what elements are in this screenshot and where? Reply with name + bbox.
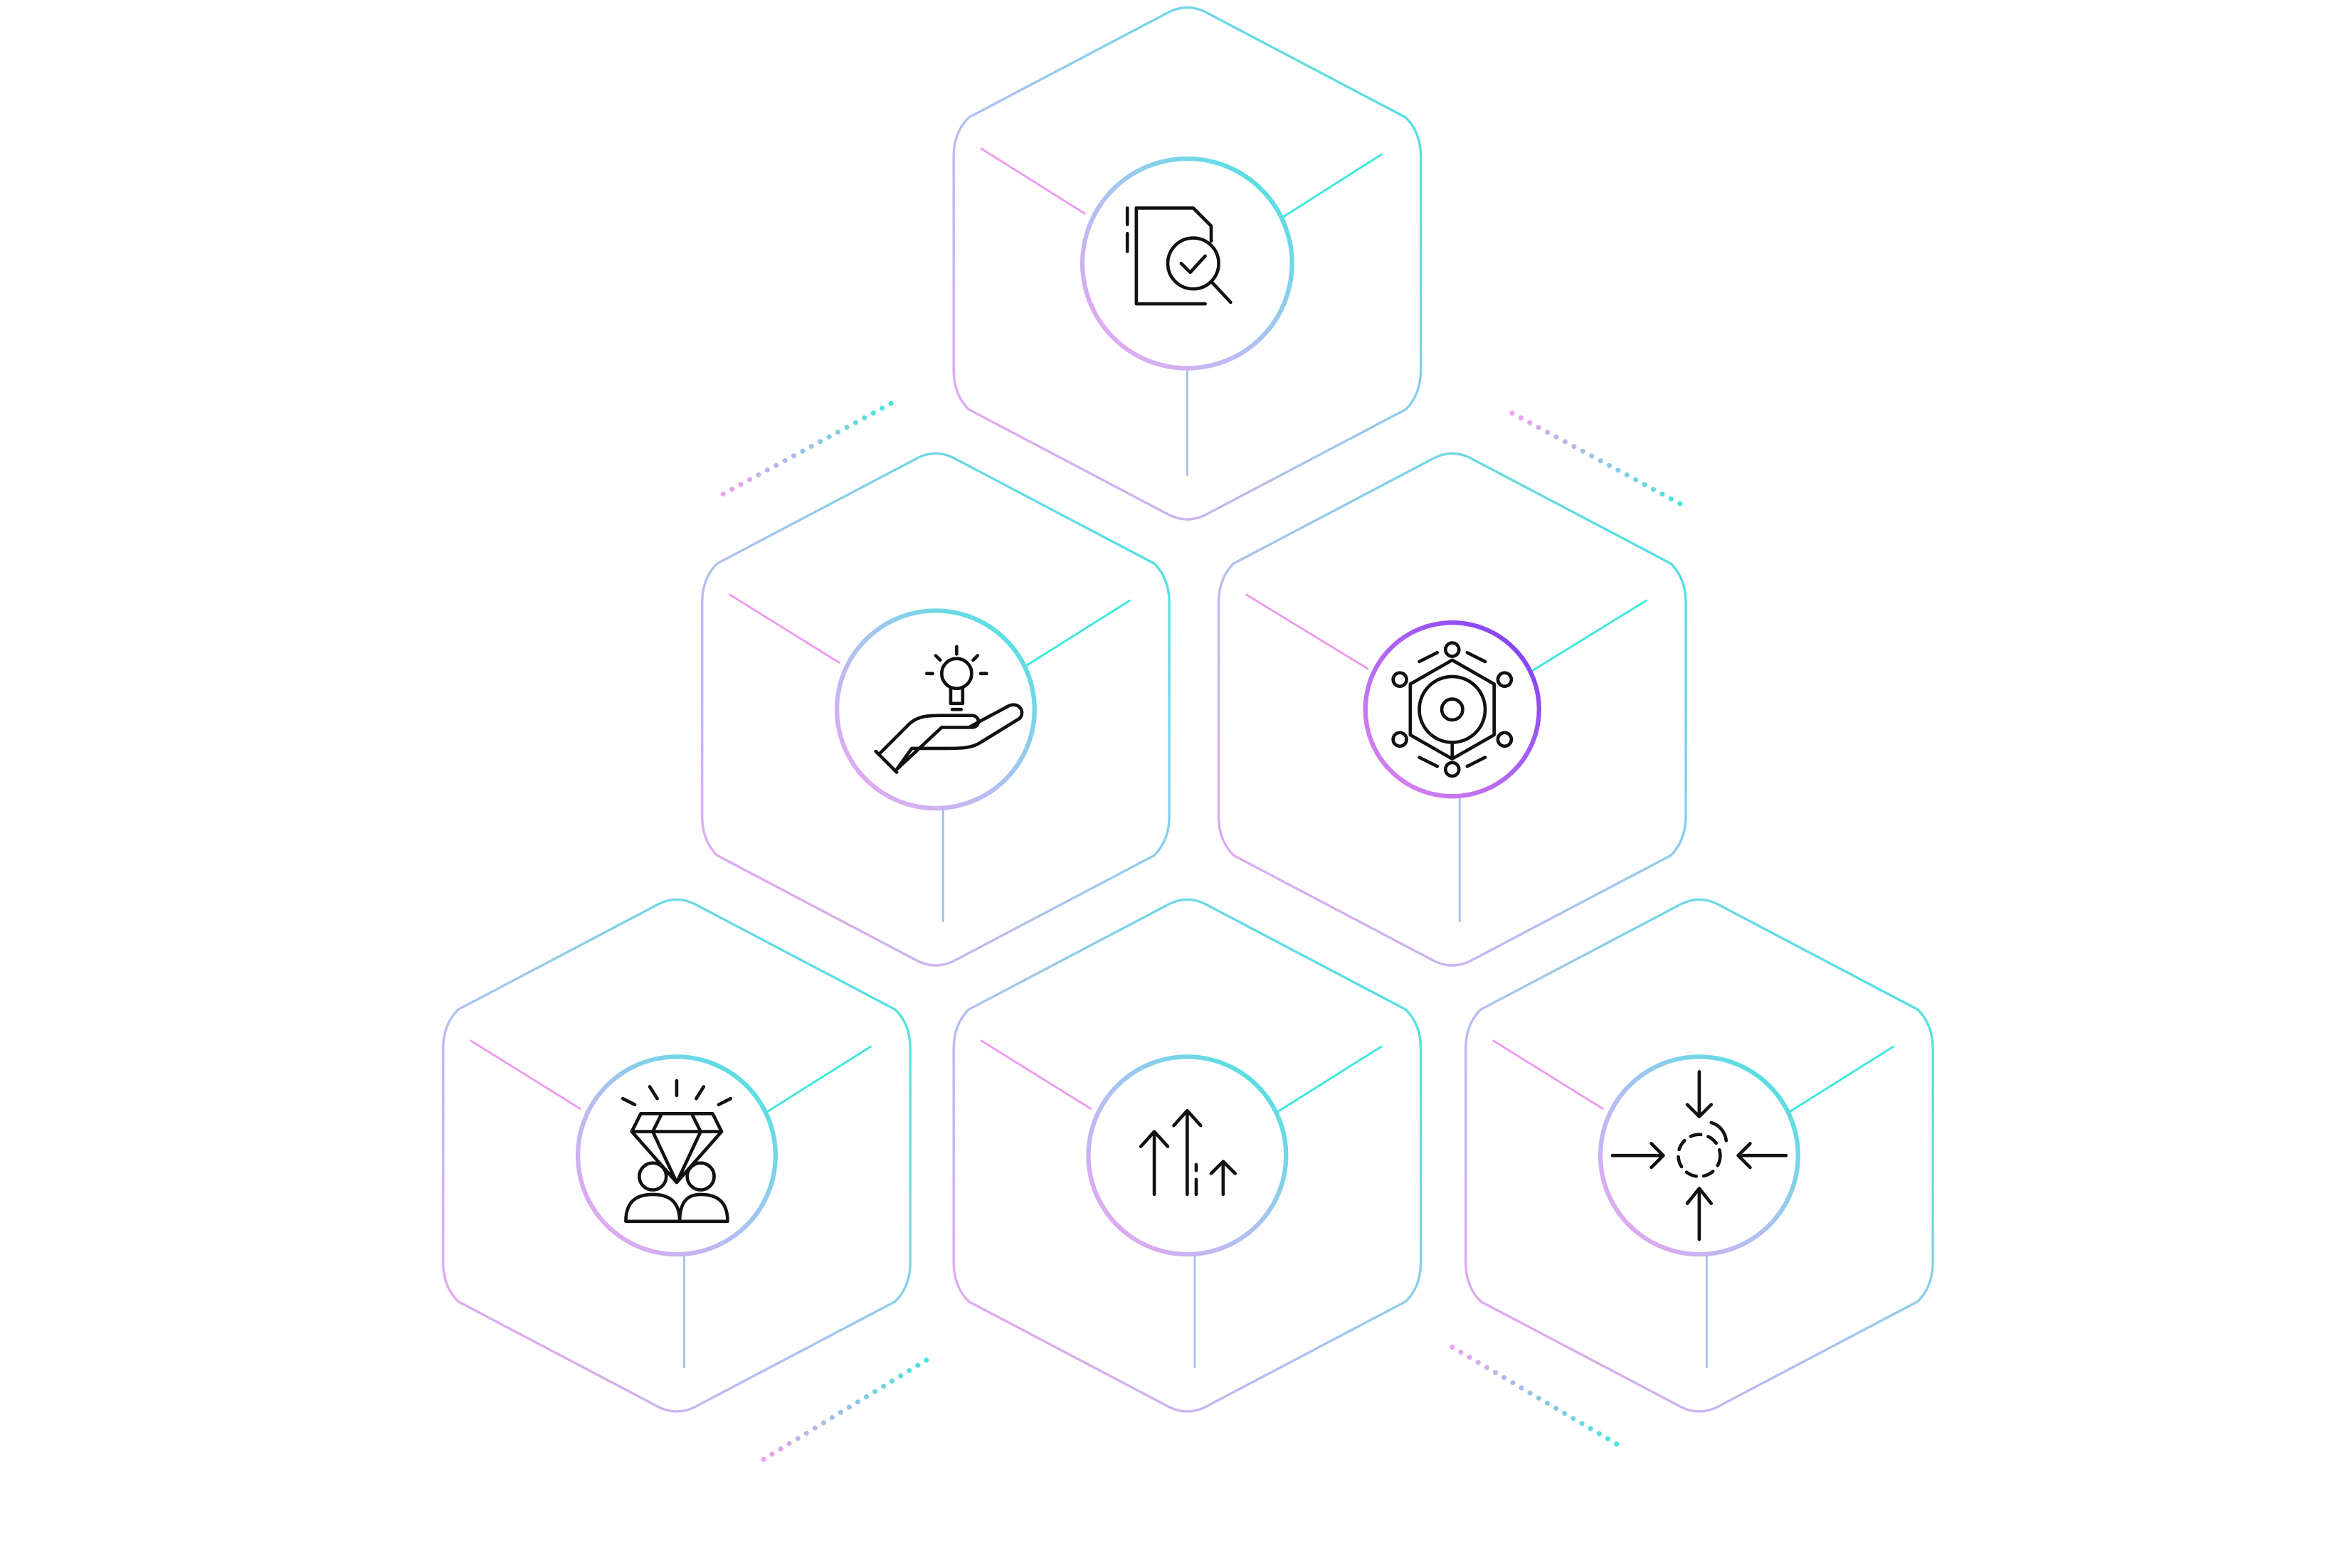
hexagon-node-people-diamond — [442, 898, 912, 1413]
hand-lightbulb-icon — [874, 645, 1024, 774]
cube-edge-right — [1282, 153, 1383, 218]
icon-circle — [834, 608, 1037, 811]
document-search-check-icon — [1125, 206, 1232, 306]
hexagon-outline — [1217, 452, 1687, 967]
people-diamond-icon — [621, 1079, 733, 1224]
hexagon-nodes — [442, 6, 1934, 1413]
hexagon-node-network-hub — [1217, 452, 1687, 967]
dotted-connector-dots-top-right — [1509, 410, 1687, 509]
cube-edge-left — [1245, 593, 1369, 670]
hexagon-node-focus-target — [1464, 898, 1934, 1413]
hexagon-node-growth-arrows — [952, 898, 1422, 1413]
hexagon-node-document-check — [952, 6, 1422, 521]
cube-edge-left — [980, 1039, 1092, 1111]
cube-edge-right — [1788, 1045, 1895, 1113]
icon-circle — [1363, 620, 1541, 799]
network-hub-icon — [1391, 641, 1514, 778]
hexagon-outline — [701, 452, 1171, 967]
up-arrows-icon — [1139, 1108, 1237, 1197]
converging-arrows-target-icon — [1610, 1070, 1788, 1241]
cube-edge-left — [980, 147, 1087, 216]
dotted-connectors — [720, 398, 1687, 1462]
cube-edge-left — [728, 593, 841, 664]
cube-edge-right — [766, 1045, 872, 1113]
hexagon-outline — [442, 898, 912, 1413]
dotted-connector-dots-bottom-right — [1450, 1344, 1622, 1448]
hexagon-node-idea-hand — [701, 452, 1171, 967]
cube-edge-left — [1492, 1039, 1605, 1111]
cube-edge-right — [1529, 599, 1648, 673]
dotted-connector-dots-bottom-left — [761, 1356, 931, 1462]
cube-edge-left — [469, 1039, 582, 1111]
dotted-connector-dots-top-left — [720, 398, 898, 497]
hexagon-outline — [952, 6, 1422, 521]
icon-circle — [575, 1054, 778, 1257]
cube-edge-right — [1025, 599, 1131, 667]
icon-circle — [1598, 1054, 1800, 1257]
hexagon-outline — [1464, 898, 1934, 1413]
cube-edge-right — [1276, 1045, 1383, 1113]
hexagon-outline — [952, 898, 1422, 1413]
icon-circle — [1080, 156, 1294, 371]
